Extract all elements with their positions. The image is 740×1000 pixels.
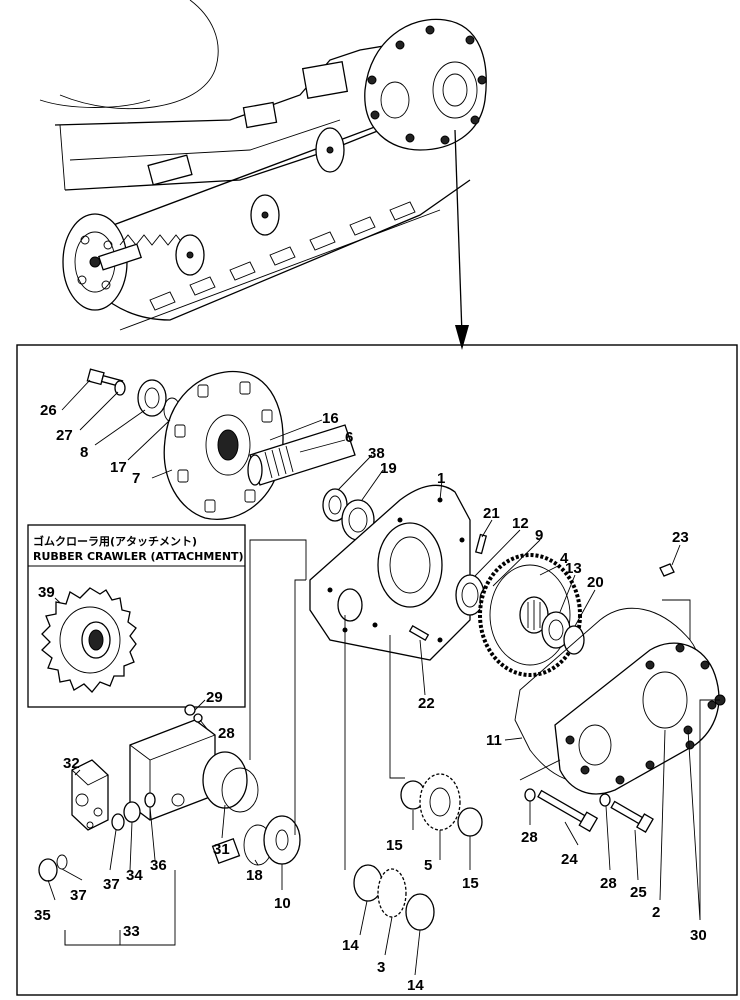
valve-block-32 <box>71 759 109 831</box>
drive-sprocket-7 <box>163 370 284 520</box>
inset-title-en: RUBBER CRAWLER (ATTACHMENT) <box>33 550 244 563</box>
callout-34: 34 <box>126 867 143 884</box>
callout-33: 33 <box>123 923 140 940</box>
inset-title-jp: ゴムクローラ用(アタッチメント) <box>33 534 197 548</box>
track-rollers <box>175 127 345 276</box>
callout-24: 24 <box>561 851 578 868</box>
callout-12: 12 <box>512 515 529 532</box>
callout-27: 27 <box>56 427 73 444</box>
hydraulic-motor-31 <box>129 719 259 865</box>
sprocket-39 <box>41 587 137 693</box>
callout-23: 23 <box>672 529 689 546</box>
callout-37a: 37 <box>103 876 120 893</box>
cover-2 <box>554 642 720 795</box>
shaft-6 <box>247 424 356 486</box>
undercarriage-overview <box>39 0 487 350</box>
leader-lines <box>47 379 720 976</box>
callout-19: 19 <box>380 460 397 477</box>
callout-20: 20 <box>587 574 604 591</box>
callout-4: 4 <box>560 550 569 567</box>
callout-28b: 28 <box>521 829 538 846</box>
callout-36: 36 <box>150 857 167 874</box>
callout-11: 11 <box>486 732 502 749</box>
callout-5: 5 <box>424 857 432 874</box>
callout-35: 35 <box>34 907 51 924</box>
callout-1: 1 <box>437 470 445 487</box>
callout-28c: 28 <box>600 875 617 892</box>
callout-17: 17 <box>110 459 127 476</box>
callout-25: 25 <box>630 884 647 901</box>
callout-16: 16 <box>322 410 339 427</box>
callout-26: 26 <box>40 402 57 419</box>
callout-3: 3 <box>377 959 385 976</box>
callout-2: 2 <box>652 904 660 921</box>
callout-39: 39 <box>38 584 55 601</box>
callout-21: 21 <box>483 505 500 522</box>
callout-28a: 28 <box>218 725 235 742</box>
callout-31: 31 <box>213 841 230 858</box>
callout-22: 22 <box>418 695 435 712</box>
callout-10: 10 <box>274 895 291 912</box>
gearcase-housing-1 <box>309 484 471 661</box>
callout-7: 7 <box>132 470 140 487</box>
callout-15b: 15 <box>462 875 479 892</box>
exploded-parts <box>38 368 726 946</box>
callout-30: 30 <box>690 927 707 944</box>
callout-8: 8 <box>80 444 88 461</box>
callout-9: 9 <box>535 527 543 544</box>
callout-38: 38 <box>368 445 385 462</box>
callout-37b: 37 <box>70 887 87 904</box>
callout-labels: 26 27 8 17 7 16 6 38 19 1 21 12 9 4 13 2… <box>34 402 707 994</box>
callout-18: 18 <box>246 867 263 884</box>
rubber-crawler-inset: ゴムクローラ用(アタッチメント) RUBBER CRAWLER (ATTACHM… <box>27 524 246 708</box>
callout-6: 6 <box>345 429 353 446</box>
callout-15a: 15 <box>386 837 403 854</box>
callout-29: 29 <box>206 689 223 706</box>
detail-frame <box>16 344 738 996</box>
callout-14a: 14 <box>342 937 359 954</box>
callout-32: 32 <box>63 755 80 772</box>
callout-14b: 14 <box>407 977 424 994</box>
final-drive-housing-overview <box>364 18 487 151</box>
callout-13: 13 <box>565 560 582 577</box>
